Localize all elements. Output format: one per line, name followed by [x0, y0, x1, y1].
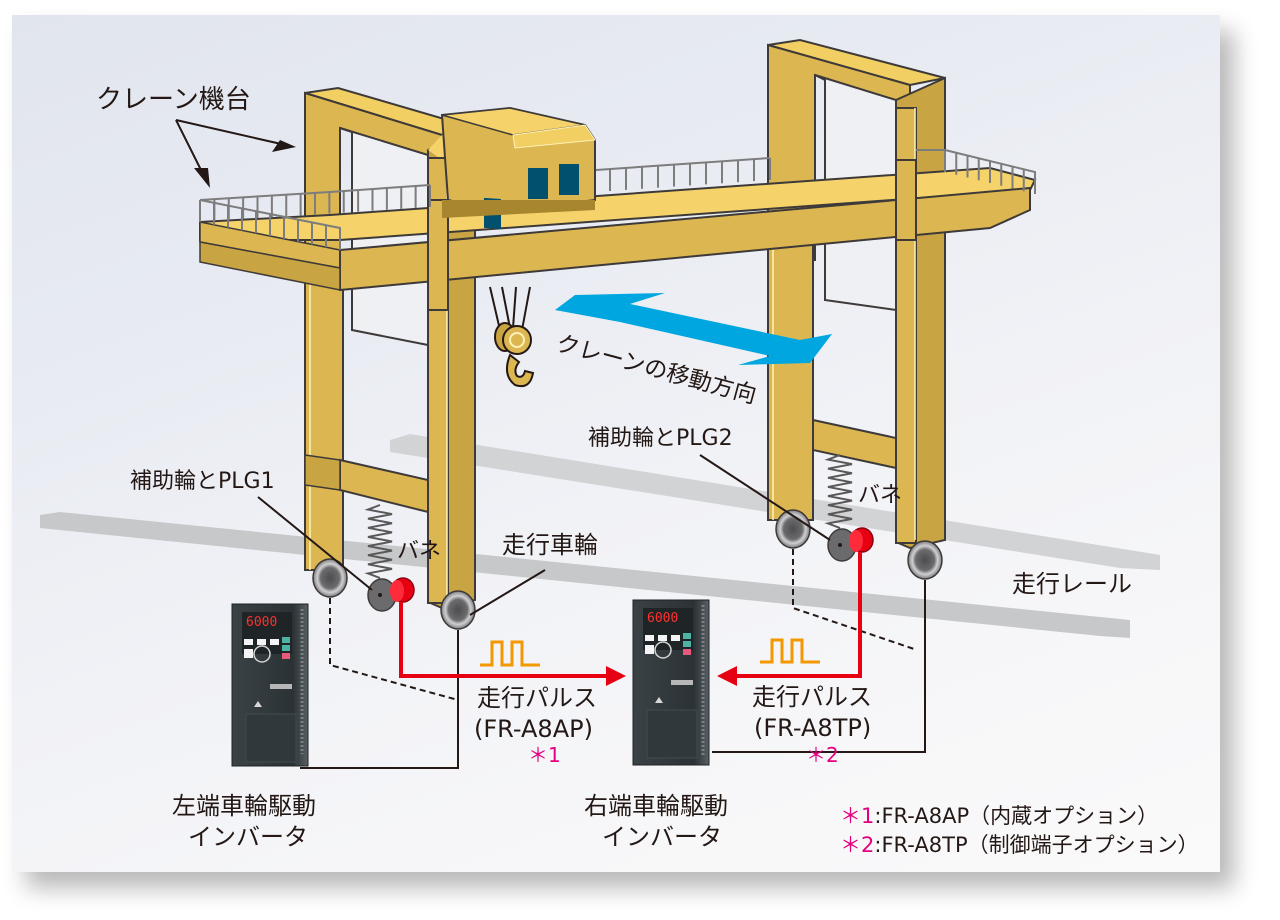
pulse-left-title: 走行パルス — [477, 684, 597, 712]
crane-structure-label: クレーン機台 — [96, 85, 251, 115]
plg1-encoder — [390, 577, 415, 603]
inverter-left-label-line1: 左端車輪駆動 — [172, 792, 316, 820]
travel-wheel — [440, 590, 476, 630]
movement-direction-arrow — [555, 293, 832, 365]
aux-wheel-plg1-label: 補助輪とPLG1 — [130, 469, 275, 494]
spring-right-label: バネ — [858, 483, 902, 508]
inverter-display: 6000 — [246, 615, 277, 630]
travel-wheel — [907, 540, 943, 580]
crane-arrowhead — [194, 168, 210, 188]
inverter-right-label-line1: 右端車輪駆動 — [584, 792, 728, 820]
pulse-left-model: (FR-A8AP) — [474, 715, 593, 743]
travel-wheel — [775, 509, 811, 549]
inverter-right-label-line2: インバータ — [602, 823, 722, 851]
pulse-right-title: 走行パルス — [752, 683, 872, 711]
crane-right-frame — [767, 38, 946, 550]
inverter-left-label-line2: インバータ — [188, 823, 308, 851]
crane-arrowhead — [272, 140, 296, 152]
pulse-waveform-left — [480, 640, 540, 667]
footnote-1: ＊1:FR-A8AP（内蔵オプション） — [840, 804, 1158, 828]
pulse-signal-right — [717, 552, 862, 686]
trolley-cab — [440, 106, 596, 230]
cab-window — [528, 168, 548, 199]
pulse-signal-left — [399, 602, 626, 686]
pulse-right-note: ＊2 — [806, 743, 839, 767]
crane-hook — [489, 286, 535, 388]
travel-wheel-label: 走行車輪 — [502, 531, 598, 559]
diagram-panel — [12, 15, 1220, 872]
travel-wheels — [312, 509, 943, 630]
inverter-right: 6000 — [632, 599, 710, 766]
spring-left — [364, 504, 393, 579]
footnote-2-text: :FR-A8TP（制御端子オプション） — [874, 833, 1198, 857]
travel-rail-label: 走行レール — [1012, 570, 1132, 598]
inverter-left: 6000 — [231, 603, 309, 767]
footnote-1-mark: ＊1 — [840, 804, 874, 828]
pulse-left-note: ＊1 — [528, 743, 561, 767]
plg2-encoder — [849, 527, 874, 553]
travel-wheel — [312, 558, 348, 598]
travel-rails — [40, 434, 1160, 638]
footnote-1-text: :FR-A8AP（内蔵オプション） — [874, 804, 1158, 828]
crane-girder — [199, 159, 1037, 311]
aux-wheel-plg2-label: 補助輪とPLG2 — [588, 426, 733, 451]
footnotes: ＊1:FR-A8AP（内蔵オプション） ＊2:FR-A8TP（制御端子オプション… — [840, 804, 1199, 857]
footnote-2: ＊2:FR-A8TP（制御端子オプション） — [840, 833, 1199, 857]
aux-wheel-right — [827, 528, 857, 562]
inverter-display: 6000 — [647, 611, 678, 626]
spring-left-label: バネ — [397, 539, 441, 564]
pulse-waveform-right — [760, 638, 820, 664]
cab-window — [559, 164, 579, 195]
spring-right — [824, 454, 853, 529]
pulse-right-model: (FR-A8TP) — [754, 714, 871, 742]
footnote-2-mark: ＊2 — [840, 833, 874, 857]
